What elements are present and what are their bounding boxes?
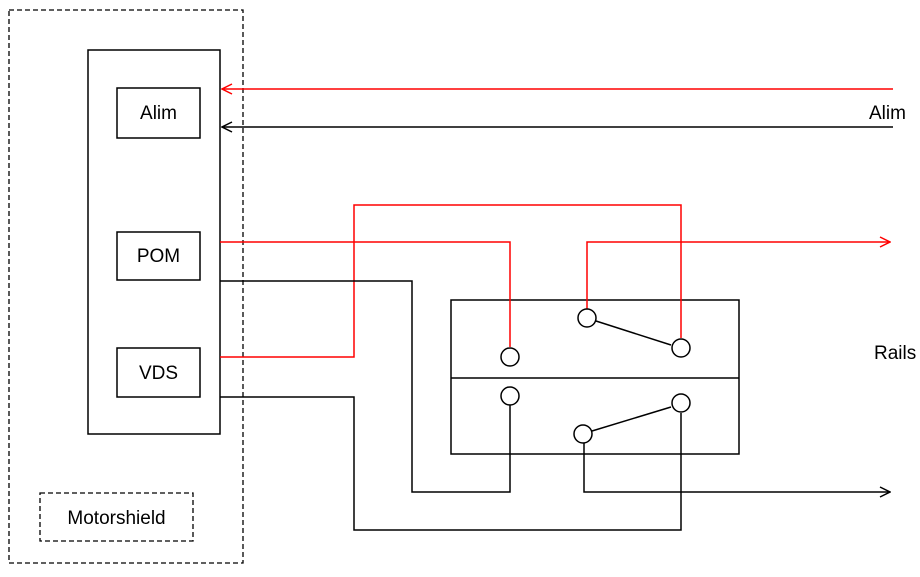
motorshield-enclosure xyxy=(8,9,244,564)
alim-box: Alim xyxy=(116,87,201,139)
terminal-circle xyxy=(500,386,520,406)
rails-red-output-wire xyxy=(586,242,890,309)
lower-switch-arm xyxy=(591,406,672,432)
pom-black-wire xyxy=(220,280,511,493)
terminal-circle xyxy=(671,393,691,413)
alim-box-label: Alim xyxy=(140,103,177,124)
terminal-circle xyxy=(500,347,520,367)
motorshield-label: Motorshield xyxy=(67,508,165,529)
terminal-circle xyxy=(671,338,691,358)
pom-box-label: POM xyxy=(137,246,180,267)
pom-red-wire xyxy=(220,241,511,347)
rails-black-output-wire xyxy=(583,443,890,492)
terminal-circle xyxy=(573,424,593,444)
alim-input-label: Alim xyxy=(869,103,906,124)
upper-switch-arm xyxy=(595,320,672,346)
vds-box-label: VDS xyxy=(139,363,178,384)
pom-box: POM xyxy=(116,231,201,281)
vds-black-wire xyxy=(220,396,682,531)
relay-box xyxy=(450,299,740,455)
vds-box: VDS xyxy=(116,347,201,398)
rails-label: Rails xyxy=(874,343,916,364)
vds-red-wire xyxy=(220,204,682,358)
terminal-circle xyxy=(577,308,597,328)
motorshield-box: Motorshield xyxy=(39,492,194,542)
